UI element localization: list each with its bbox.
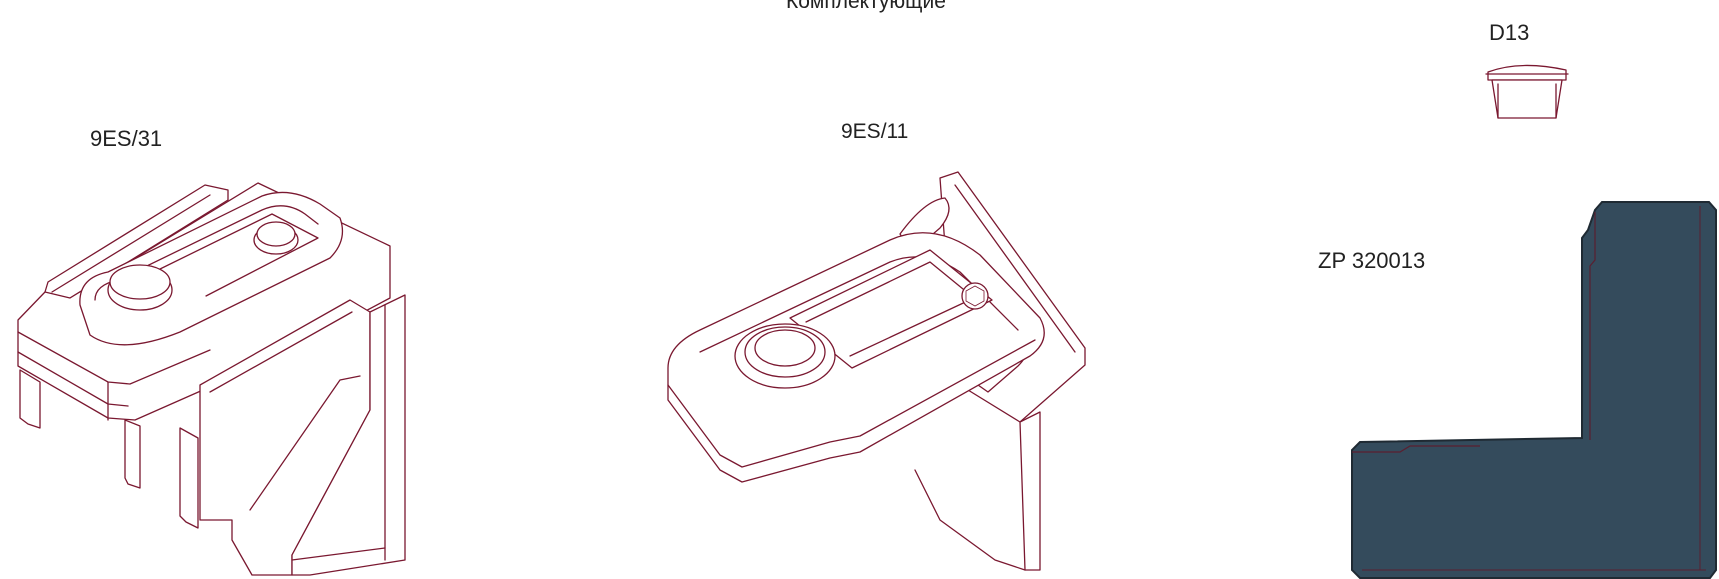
part-zp320013-drawing (1351, 201, 1717, 579)
part-9es31-drawing (17, 182, 406, 576)
part-label-9es11: 9ES/11 (841, 120, 909, 143)
part-label-zp320013: ZP 320013 (1318, 248, 1426, 273)
part-9es11-drawing (667, 171, 1086, 571)
part-label-d13: D13 (1489, 20, 1530, 45)
page-title: Комплектующие (786, 0, 946, 13)
part-label-9es31: 9ES/31 (90, 126, 163, 151)
part-d13-drawing (1485, 64, 1569, 119)
